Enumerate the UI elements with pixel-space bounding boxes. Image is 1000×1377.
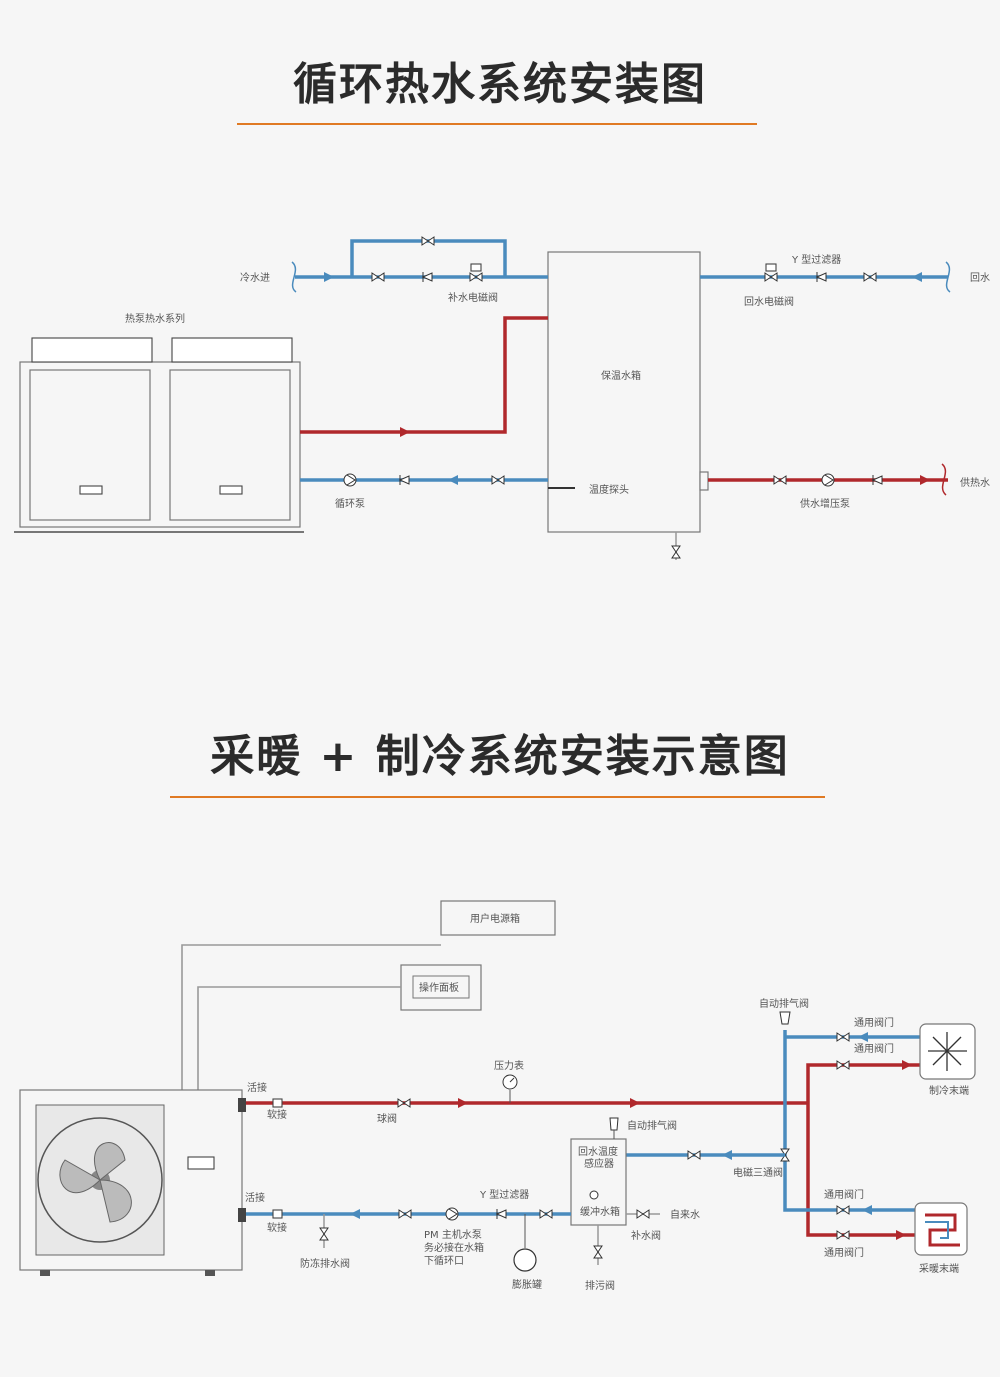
power-box [440,900,556,936]
label-supply-hot: 供热水 [960,476,990,489]
hot-water-circulation-diagram: 冷水进 补水电磁阀 热泵热水系列 保温水箱 温度探头 循环泵 Y 型过滤器 回水… [14,236,990,560]
heating-terminal [914,1202,968,1256]
bypass-pipe [350,239,507,277]
outdoor-heat-pump-unit [19,1089,246,1276]
flow-arrow [324,272,334,282]
label-general-valve-1: 通用阀门 [854,1016,894,1029]
label-tank: 保温水箱 [601,369,641,382]
label-general-valve-4: 通用阀门 [824,1246,864,1259]
booster-pump [821,473,835,487]
label-return-water: 回水 [970,272,990,284]
return-solenoid-valve [764,272,778,282]
label-general-valve-3: 通用阀门 [824,1188,864,1201]
tank-drain-valve [671,545,681,559]
label-cooling-end: 制冷末端 [929,1084,969,1097]
tank-auto-vent [609,1117,619,1131]
drain-valve [593,1245,603,1259]
bypass-valve [421,236,435,246]
label-return-sensor-2: 感应器 [584,1157,614,1170]
label-circ-pump: 循环泵 [335,497,365,510]
label-pm-note-3: 下循环口 [424,1254,464,1267]
label-makeup-valve: 补水阀 [631,1229,661,1242]
label-probe: 温度探头 [589,483,629,496]
label-auto-vent-top: 自动排气阀 [759,997,809,1010]
label-makeup-valve: 补水电磁阀 [448,291,498,304]
label-boost-pump: 供水增压泵 [800,497,850,510]
power-wire [181,944,441,1090]
expansion-tank [513,1248,537,1272]
heating-cooling-diagram: 用户电源箱 操作面板 活接 软接 活接 软接 压力表 球阀 自动排气阀 通用阀门… [19,900,976,1292]
label-tank-y-filter: Y 型过滤器 [479,1188,529,1201]
buffer-tank [570,1138,627,1226]
cooling-terminal [919,1023,976,1080]
label-auto-vent-tank: 自动排气阀 [627,1119,677,1132]
heat-pump-unit [14,337,304,533]
heating-supply-pipe [806,1103,915,1237]
label-tap-water: 自来水 [670,1208,700,1221]
control-panel [400,964,482,1011]
hot-supply-pipe [300,316,548,434]
label-union-hot: 活接 [247,1081,267,1094]
inlet-check-valve [422,271,433,283]
label-union-cold: 活接 [245,1191,265,1204]
control-wire [197,986,401,1090]
label-heating-end: 采暖末端 [919,1262,959,1275]
inlet-valve [371,272,385,282]
makeup-solenoid-valve [469,272,483,282]
label-soft-hot: 软接 [267,1108,287,1121]
section1-title: 循环热水系统安装图 [293,59,707,110]
auto-vent-valve [779,1011,791,1025]
label-y-filter: Y 型过滤器 [791,253,841,266]
section1-divider [237,123,757,125]
label-heat-pump: 热泵热水系列 [125,312,185,325]
section2-title: 采暖 + 制冷系统安装示意图 [210,731,790,782]
pm-main-pump [445,1207,459,1221]
label-pm-note-2: 务必接在水箱 [424,1241,484,1254]
label-panel: 操作面板 [419,981,459,994]
y-filter [816,271,827,283]
label-return-sensor-1: 回水温度 [578,1145,618,1158]
heating-return-pipe [783,1030,915,1212]
label-soft-cold: 软接 [267,1221,287,1234]
label-cold-in: 冷水进 [240,271,270,284]
label-pressure-gauge: 压力表 [494,1059,524,1072]
label-drain-valve: 排污阀 [585,1279,615,1292]
label-general-valve-2: 通用阀门 [854,1042,894,1055]
circulation-pump [343,473,357,487]
antifreeze-drain-valve [319,1227,329,1241]
label-ball-valve: 球阀 [377,1112,397,1125]
ball-valve [397,1098,411,1108]
label-buffer-tank: 缓冲水箱 [580,1205,620,1218]
label-expansion-tank: 膨胀罐 [512,1278,542,1291]
tank-outlet [699,471,709,491]
label-antifreeze-valve: 防冻排水阀 [300,1257,350,1270]
label-three-way: 电磁三通阀 [733,1166,783,1179]
cooling-supply-pipe [806,1063,920,1103]
section2-divider [170,796,825,798]
label-pm-note-1: PM 主机水泵 [424,1228,482,1241]
label-return-valve: 回水电磁阀 [744,295,794,308]
makeup-valve [636,1209,650,1219]
label-power-box: 用户电源箱 [470,912,520,925]
insulated-tank [547,251,701,533]
tank-y-filter [496,1208,507,1220]
